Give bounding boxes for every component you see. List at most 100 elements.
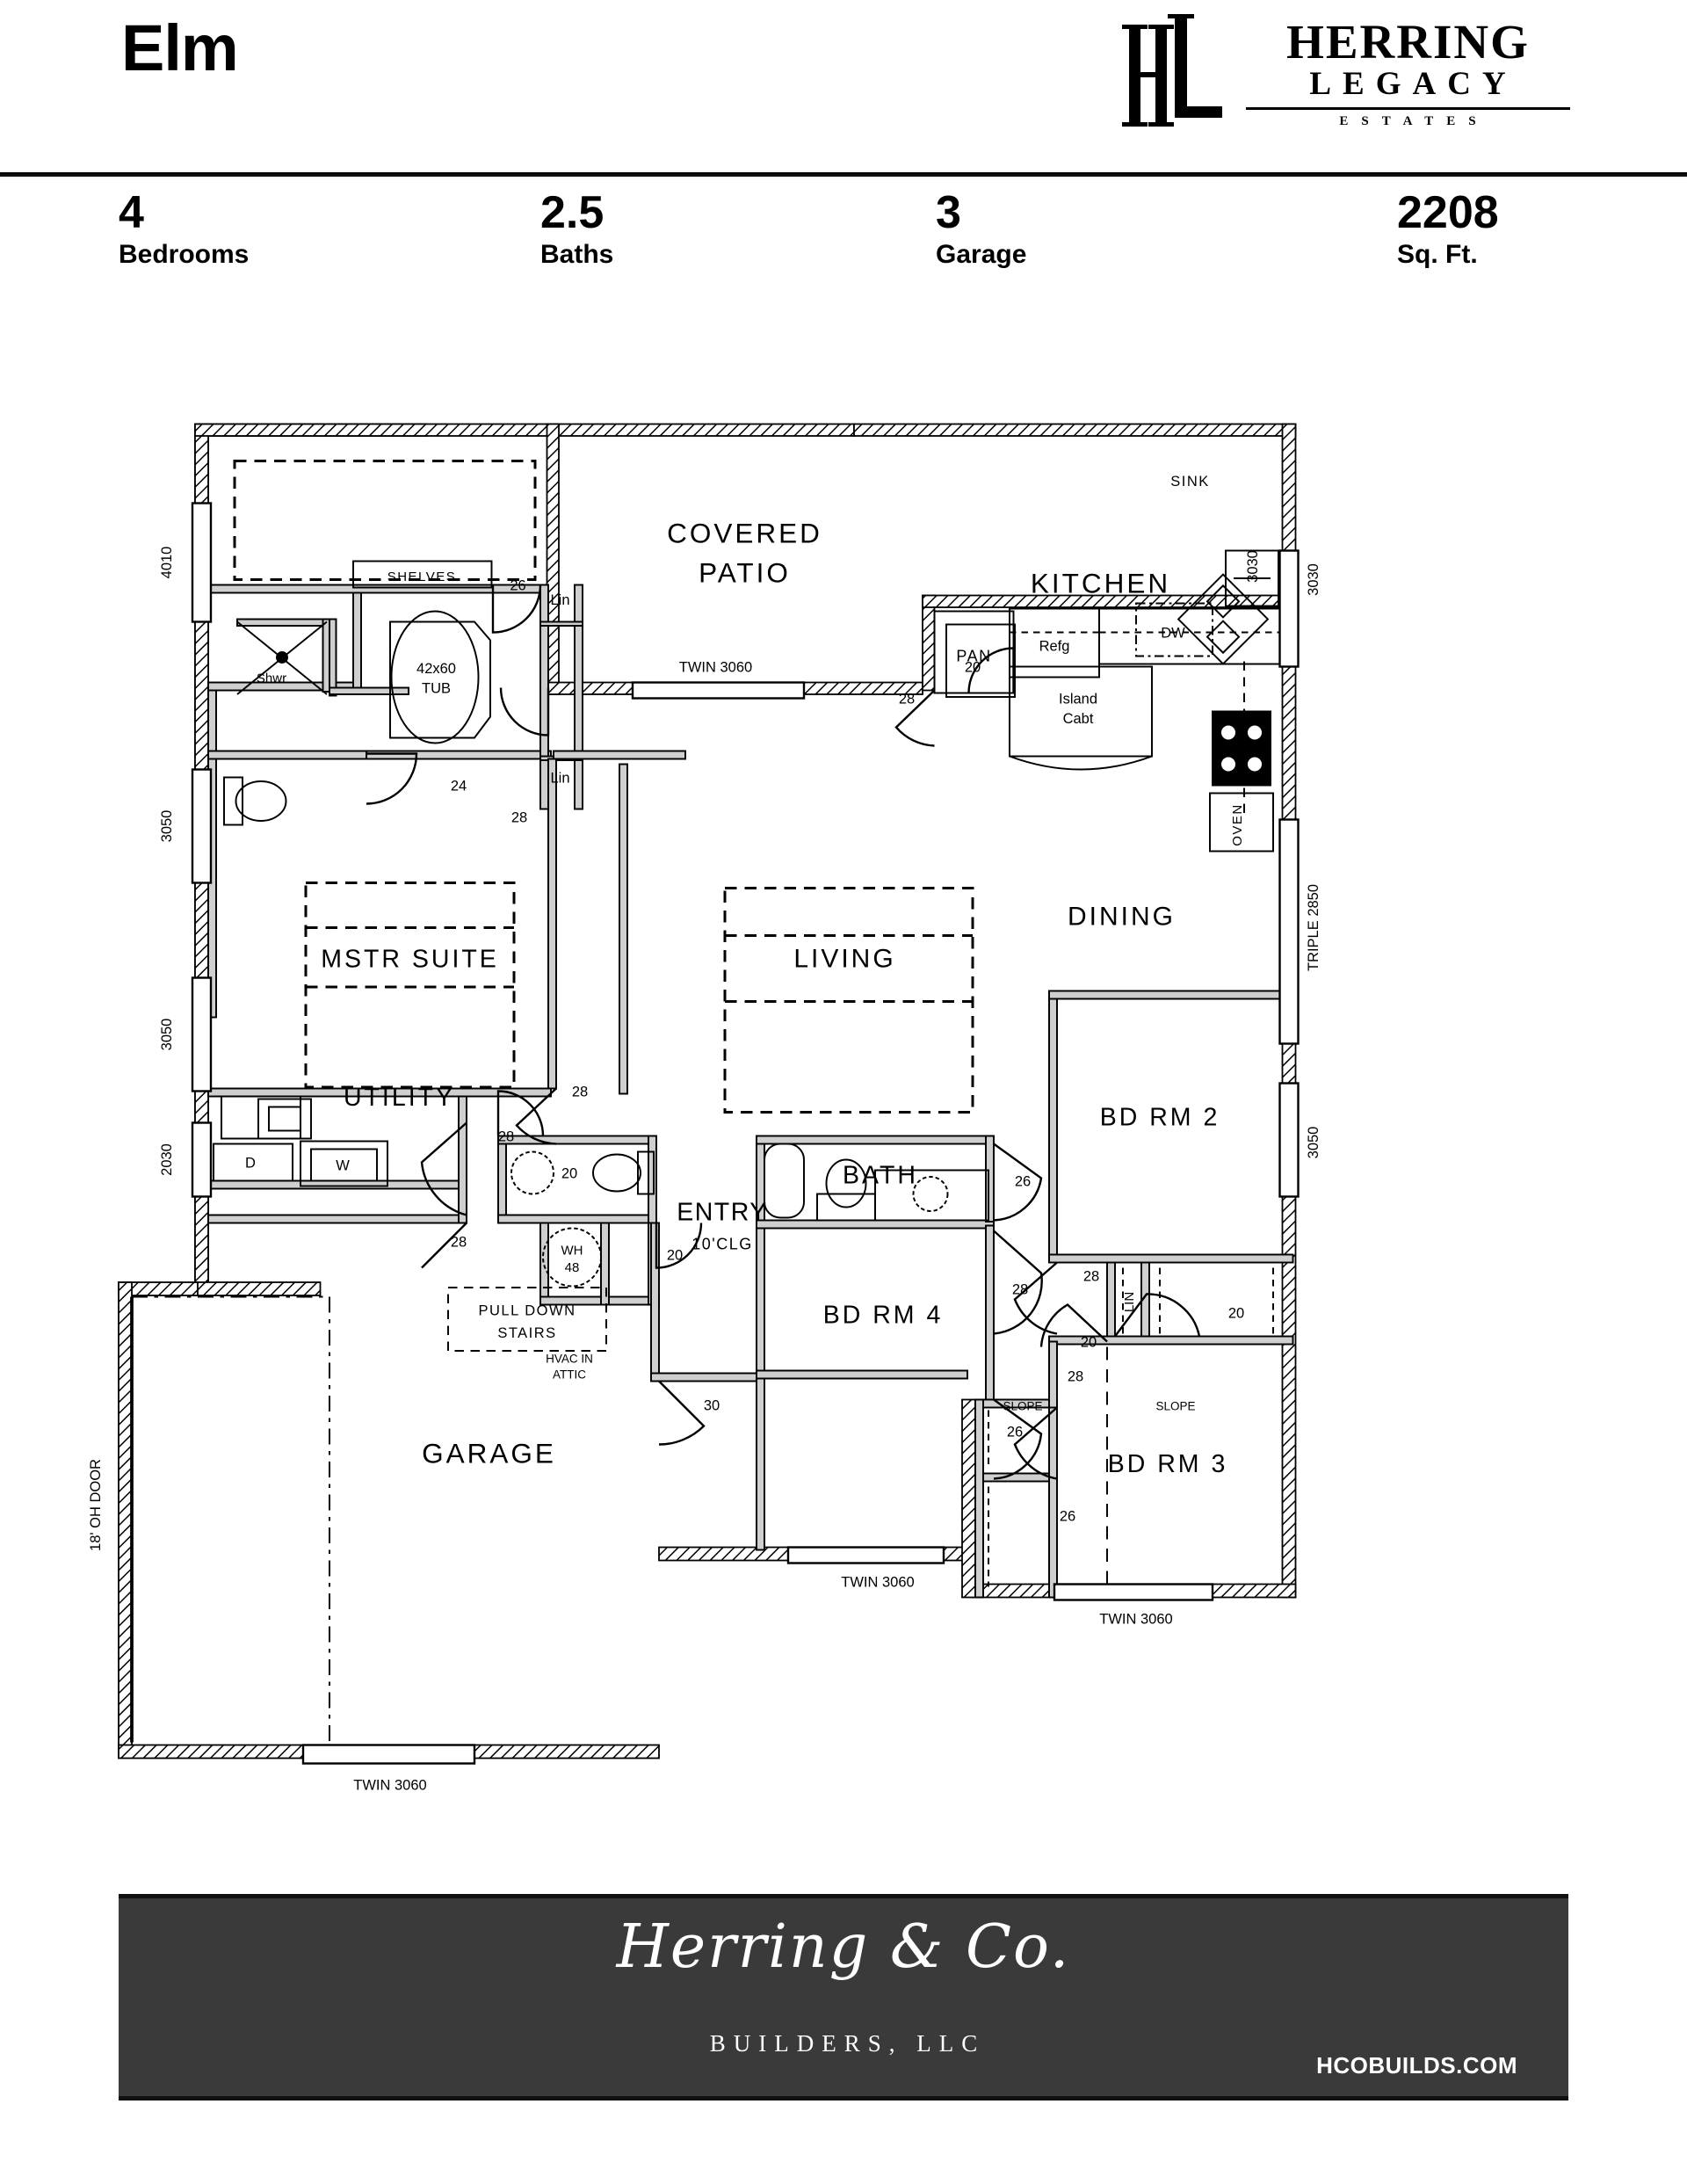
door-size-entry: 20 [667, 1248, 683, 1264]
fixture-label-refrigerator: Refg [1039, 639, 1070, 655]
fixture-geometry [130, 549, 1298, 1743]
window-size-left-4010: 4010 [159, 547, 175, 579]
interior-wall-layer [207, 584, 1294, 1599]
brand-line-legacy: LEGACY [1309, 66, 1517, 102]
footer-website-url[interactable]: HCOBUILDS.COM [1316, 2052, 1517, 2079]
stat-garage: 3 Garage [936, 189, 1026, 272]
window-size-dining-triple-2850: TRIPLE 2850 [1306, 884, 1321, 971]
door-size-pantry: 20 [965, 660, 981, 676]
page-title: Elm [121, 11, 239, 84]
room-label-living: LIVING [793, 945, 895, 974]
fixture-label-pulldown-stairs-1: PULL DOWN [479, 1303, 576, 1319]
room-label-bd-rm-2: BD RM 2 [1100, 1104, 1220, 1132]
fixture-label-washer: W [336, 1158, 350, 1174]
door-size-halfbath: 20 [561, 1166, 577, 1182]
fixture-label-island: Island [1059, 692, 1097, 707]
fixture-label-tub-size: 42x60 [416, 661, 456, 677]
room-label-dining: DINING [1068, 903, 1176, 932]
fixture-label-water-heater-size: 48 [565, 1260, 580, 1275]
window-size-bd2-3050: 3050 [1306, 1127, 1321, 1159]
fixture-label-sink: SINK [1170, 474, 1210, 490]
brand-divider [1246, 106, 1570, 110]
fixture-label-tub: TUB [422, 681, 451, 697]
herring-legacy-estates-logo: HERRING LEGACY ESTATES [1120, 7, 1577, 139]
tray-ceiling-outlines [233, 460, 974, 1114]
window-size-bd4-twin-3060: TWIN 3060 [841, 1575, 914, 1591]
fixture-label-pantry: PAN [956, 648, 991, 665]
stat-baths-label: Baths [540, 239, 614, 269]
stat-bedrooms-value: 4 [119, 187, 144, 238]
window-size-kitchen-3030-b: 3030 [1306, 563, 1321, 596]
room-label-garage: GARAGE [422, 1438, 556, 1469]
door-size-utility-garage: 28 [451, 1235, 467, 1251]
fixture-label-dryer: D [245, 1156, 256, 1172]
stat-sqft: 2208 Sq. Ft. [1397, 189, 1499, 272]
window-size-overhead-door: 18' OH DOOR [88, 1459, 104, 1551]
floor-plan-drawing: COVERED PATIO KITCHEN DINING LIVING MSTR… [88, 423, 1321, 1794]
door-size-patio: 28 [899, 692, 915, 707]
fixture-label-oven: OVEN [1230, 803, 1245, 846]
stat-bedrooms: 4 Bedrooms [119, 189, 249, 272]
door-size-bath: 26 [1015, 1174, 1031, 1190]
plan-stats-row: 4 Bedrooms 2.5 Baths 3 Garage 2208 Sq. F… [0, 189, 1687, 303]
fixture-label-island-cabinet: Cabt [1063, 711, 1094, 727]
room-label-bath: BATH [843, 1162, 918, 1190]
room-label-utility: UTILITY [344, 1084, 455, 1112]
door-size-mstr: 28 [572, 1085, 588, 1100]
brand-line-estates: ESTATES [1339, 113, 1489, 128]
window-size-bd3-twin-3060: TWIN 3060 [1099, 1612, 1172, 1628]
fixture-label-hvac-2: ATTIC [553, 1368, 586, 1382]
door-size-mbath: 24 [451, 779, 467, 795]
stat-sqft-value: 2208 [1397, 187, 1499, 238]
fixture-label-shower: Shwr [257, 671, 286, 686]
door-size-bd2: 28 [1083, 1269, 1099, 1285]
fixture-label-hvac-1: HVAC IN [546, 1353, 593, 1366]
fixture-label-shelves: SHELVES [387, 570, 457, 584]
stat-bedrooms-label: Bedrooms [119, 239, 250, 269]
room-label-entry: ENTRY [677, 1199, 768, 1227]
door-size-shelves: 26 [510, 578, 525, 594]
room-label-bd-rm-4: BD RM 4 [823, 1302, 944, 1330]
room-label-bd-rm-3: BD RM 3 [1108, 1450, 1228, 1478]
footer-script-logo: Herring & Co. [616, 1912, 1071, 1982]
door-size-label-layer: 26 24 28 28 20 28 28 28 20 20 30 26 28 2… [451, 578, 1244, 1525]
door-size-mbath-hall: 28 [511, 810, 527, 826]
fixture-label-linen-2: Lin [550, 771, 569, 787]
builder-footer-banner: Herring & Co. BUILDERS, LLC HCOBUILDS.CO… [119, 1894, 1568, 2101]
window-size-left-2030: 2030 [159, 1143, 175, 1176]
room-label-layer: COVERED PATIO KITCHEN DINING LIVING MSTR… [321, 518, 1228, 1479]
stat-baths: 2.5 Baths [540, 189, 613, 272]
fixture-label-linen-3: LIN [1122, 1292, 1137, 1312]
window-size-left-3050-a: 3050 [159, 810, 175, 843]
door-size-linen: 20 [1081, 1335, 1097, 1351]
room-label-covered-patio-1: COVERED [667, 518, 822, 549]
window-size-patio-twin-3060: TWIN 3060 [679, 660, 752, 676]
brand-line-herring: HERRING [1286, 15, 1530, 69]
stat-sqft-label: Sq. Ft. [1397, 239, 1478, 269]
room-label-covered-patio-2: PATIO [699, 557, 791, 589]
stat-baths-value: 2.5 [540, 187, 605, 238]
fixture-label-water-heater: WH [561, 1244, 583, 1259]
door-size-bd4: 28 [1012, 1282, 1028, 1298]
door-size-bd4-closet: 26 [1007, 1425, 1023, 1440]
floor-plan: COVERED PATIO KITCHEN DINING LIVING MSTR… [0, 369, 1687, 1863]
door-size-bd2-closet: 20 [1228, 1306, 1244, 1322]
footer-builders-label: BUILDERS, LLC [709, 2030, 986, 2057]
door-swing-layer [366, 584, 1201, 1480]
room-label-mstr-suite: MSTR SUITE [321, 946, 499, 974]
fixture-label-linen-1: Lin [550, 592, 569, 608]
room-label-entry-ceiling: 10'CLG [691, 1236, 752, 1253]
door-size-bd3-closet: 26 [1060, 1509, 1075, 1525]
window-layer [191, 502, 1300, 1765]
page-header: Elm HERRING LEGACY ESTATES [0, 0, 1687, 167]
hl-monogram-icon [1122, 14, 1222, 127]
header-divider [0, 172, 1687, 177]
door-size-utility: 28 [498, 1129, 514, 1145]
window-size-garage-twin-3060: TWIN 3060 [353, 1778, 426, 1794]
fixture-label-dishwasher: DW [1161, 626, 1185, 642]
stat-garage-value: 3 [936, 187, 961, 238]
room-label-kitchen: KITCHEN [1031, 568, 1170, 599]
door-size-bd3: 28 [1068, 1369, 1083, 1385]
stat-garage-label: Garage [936, 239, 1027, 269]
fixture-label-slope-1: SLOPE [1003, 1400, 1042, 1413]
